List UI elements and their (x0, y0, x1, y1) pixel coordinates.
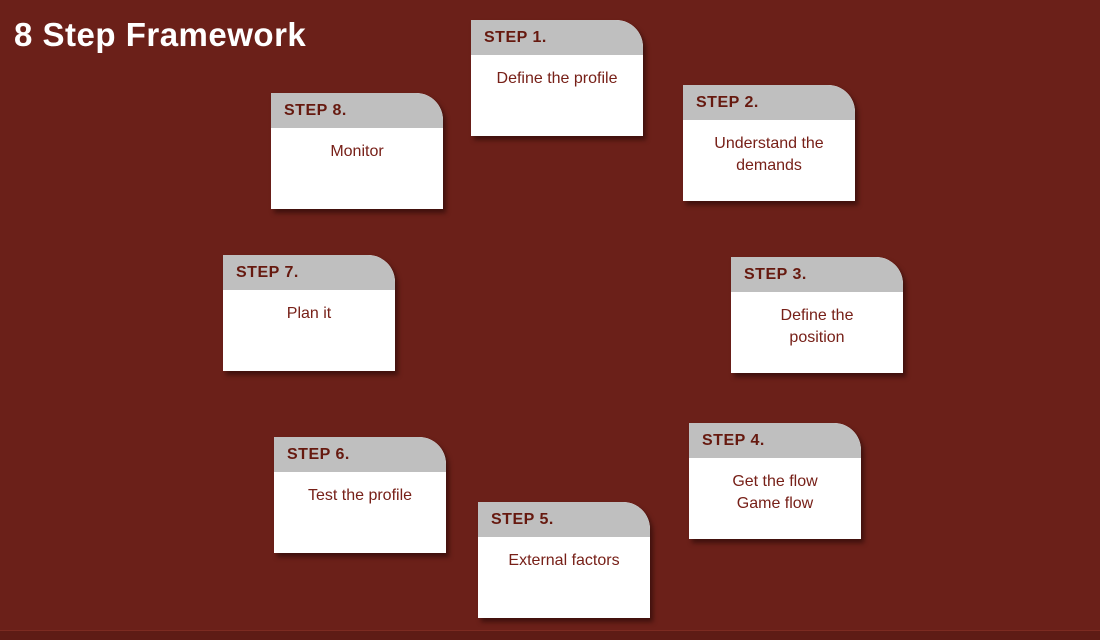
step-3-card: STEP 3. Define the position (731, 257, 903, 373)
page-title: 8 Step Framework (14, 16, 307, 53)
step-2-label: STEP 2. (683, 85, 855, 120)
step-3-label: STEP 3. (731, 257, 903, 292)
step-5-label: STEP 5. (478, 502, 650, 537)
slide-bottom-edge (0, 630, 1100, 640)
step-6-label: STEP 6. (274, 437, 446, 472)
step-3-description: Define the position (780, 307, 854, 346)
step-1-label: STEP 1. (471, 20, 643, 55)
step-2-card: STEP 2. Understand the demands (683, 85, 855, 201)
step-8-label: STEP 8. (271, 93, 443, 128)
step-8-description: Monitor (330, 143, 384, 160)
step-4-card: STEP 4. Get the flow Game flow (689, 423, 861, 539)
step-4-label: STEP 4. (689, 423, 861, 458)
step-6-description: Test the profile (307, 487, 413, 504)
step-5-card: STEP 5. External factors (478, 502, 650, 618)
step-2-description: Understand the demands (714, 135, 824, 174)
step-4-description: Get the flow Game flow (732, 473, 818, 512)
step-7-label: STEP 7. (223, 255, 395, 290)
step-7-card: STEP 7. Plan it (223, 255, 395, 371)
step-7-description: Plan it (286, 305, 332, 322)
step-5-description: External factors (508, 552, 620, 569)
step-1-card: STEP 1. Define the profile (471, 20, 643, 136)
step-1-description: Define the profile (496, 70, 618, 87)
step-6-card: STEP 6. Test the profile (274, 437, 446, 553)
step-8-card: STEP 8. Monitor (271, 93, 443, 209)
